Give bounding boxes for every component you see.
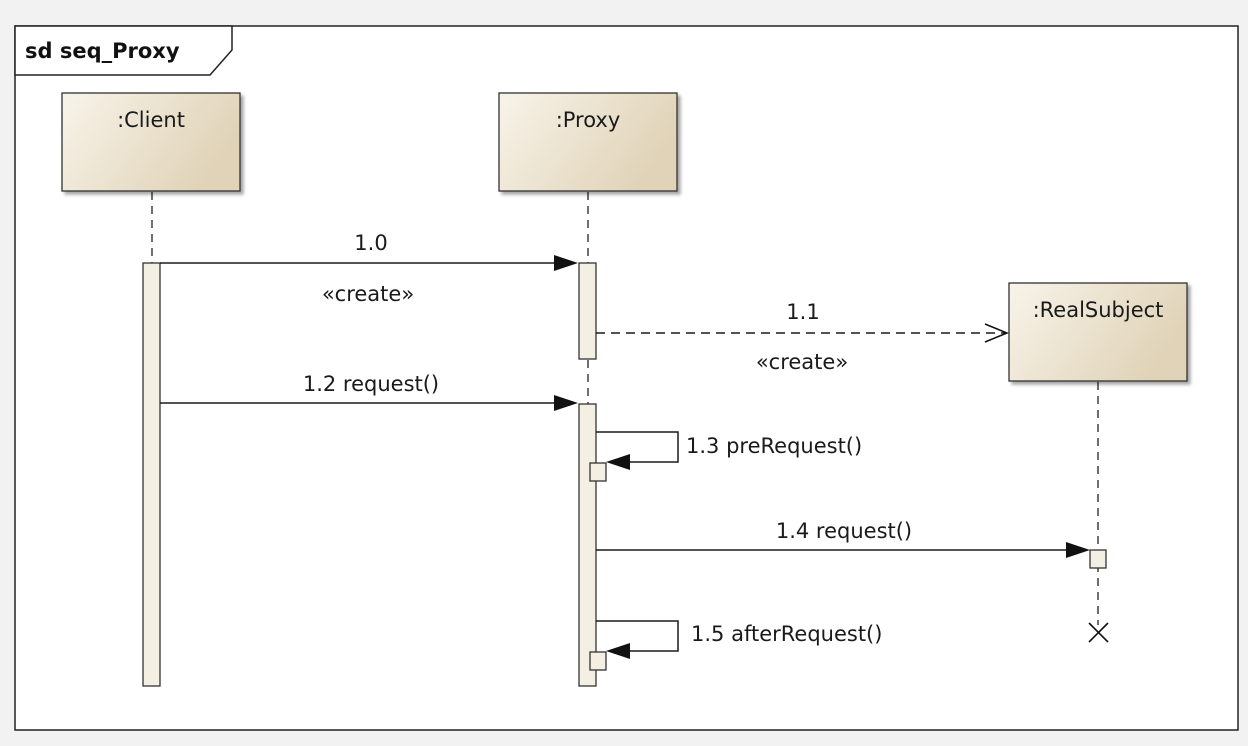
arrowhead-open-icon bbox=[984, 323, 1009, 343]
message-1-3-label: 1.3 preRequest() bbox=[686, 434, 862, 458]
message-1-0-stereotype: «create» bbox=[322, 282, 414, 306]
message-1-1[interactable] bbox=[596, 323, 1009, 343]
realsubject-activation[interactable] bbox=[1089, 549, 1107, 569]
arrowhead-filled-icon bbox=[606, 454, 630, 470]
message-1-4[interactable] bbox=[596, 542, 1090, 558]
message-1-0[interactable] bbox=[160, 255, 578, 271]
arrowhead-filled-icon bbox=[554, 395, 578, 411]
client-lifeline-head[interactable]: :Client bbox=[61, 92, 241, 192]
message-1-0-number: 1.0 bbox=[354, 231, 387, 255]
arrowhead-filled-icon bbox=[606, 643, 630, 659]
message-1-1-number: 1.1 bbox=[786, 300, 819, 324]
message-1-5-label: 1.5 afterRequest() bbox=[691, 622, 882, 646]
message-1-2-label: 1.2 request() bbox=[303, 372, 439, 396]
proxy-lifeline-name: :Proxy bbox=[556, 108, 621, 132]
frame-tag bbox=[14, 25, 233, 76]
proxy-activation-create[interactable] bbox=[578, 262, 597, 360]
realsubject-lifeline-name: :RealSubject bbox=[1033, 298, 1164, 322]
frame-title: sd seq_Proxy bbox=[25, 39, 180, 63]
message-1-5[interactable] bbox=[596, 620, 679, 659]
proxy-lifeline-head[interactable]: :Proxy bbox=[498, 92, 678, 192]
message-1-3[interactable] bbox=[596, 431, 679, 470]
message-1-2[interactable] bbox=[160, 395, 578, 411]
arrowhead-filled-icon bbox=[554, 255, 578, 271]
destroy-x-icon bbox=[1088, 622, 1109, 643]
proxy-self-activation-prerequest[interactable] bbox=[589, 462, 607, 482]
proxy-activation-request[interactable] bbox=[578, 403, 597, 687]
message-1-4-label: 1.4 request() bbox=[776, 519, 912, 543]
proxy-self-activation-afterrequest[interactable] bbox=[589, 651, 607, 671]
message-1-1-stereotype: «create» bbox=[756, 350, 848, 374]
client-activation[interactable] bbox=[142, 262, 161, 687]
arrowhead-filled-icon bbox=[1066, 542, 1090, 558]
realsubject-lifeline-head[interactable]: :RealSubject bbox=[1008, 282, 1188, 382]
client-lifeline-name: :Client bbox=[117, 108, 185, 132]
